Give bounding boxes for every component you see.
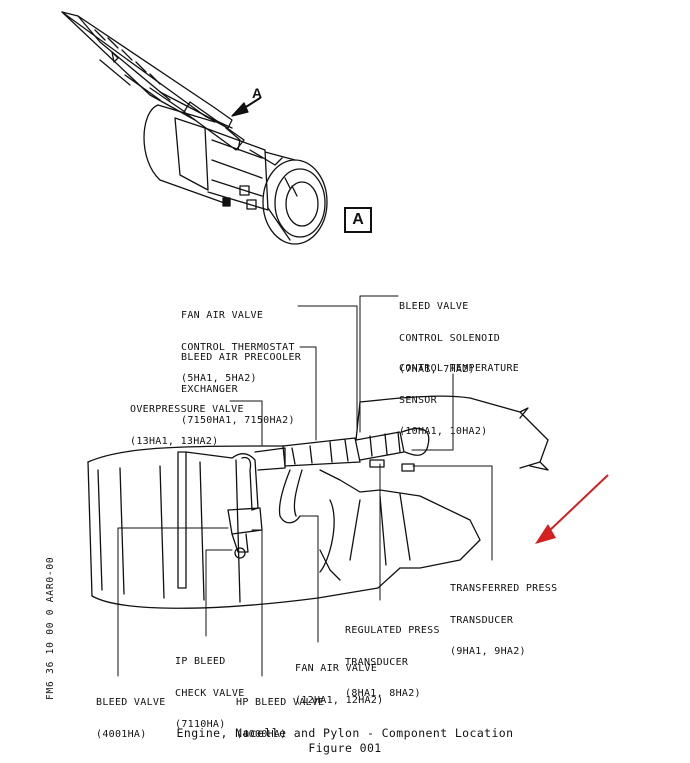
label-transferred-press: TRANSFERRED PRESS TRANSDUCER (9HA1, 9HA2… (450, 583, 558, 657)
label-temp-sensor: CONTROL TEMPERATURE SENSOR (10HA1, 10HA2… (399, 363, 520, 437)
engine-core-outline (87, 395, 549, 609)
label-bleed-valve: BLEED VALVE (4001HA) (96, 697, 166, 740)
label-fan-air-valve: FAN AIR VALVE (12HA1, 12HA2) (295, 663, 384, 706)
figure-caption-title: Engine, Nacelle and Pylon - Component Lo… (176, 726, 514, 740)
figure-side-code: FM6 36 10 00 0 AAR0-00 (45, 556, 56, 700)
label-regulated-press: REGULATED PRESS TRANSDUCER (8HA1, 8HA2) (345, 625, 440, 699)
figure-caption-number: Figure 001 (308, 741, 382, 755)
pointer-arrow (535, 474, 609, 544)
view-a-box: A (344, 207, 372, 233)
label-overpressure-valve: OVERPRESSURE VALVE (13HA1, 13HA2) (130, 404, 244, 447)
bleed-ducting (177, 447, 303, 589)
label-hp-bleed-valve: HP BLEED VALVE (4000HA) (236, 697, 325, 740)
label-bleed-valve-solenoid: BLEED VALVE CONTROL SOLENOID (7HA1, 7HA2… (399, 301, 501, 375)
engine-nacelle-sketch (143, 104, 328, 245)
view-callout-letter: A (252, 85, 263, 101)
wing-pylon-sketch (61, 11, 245, 151)
label-ip-check-valve: IP BLEED CHECK VALVE (7110HA) (175, 656, 245, 730)
precooler-duct (282, 427, 430, 472)
leader-lines (117, 295, 493, 677)
label-fan-air-valve-thermostat: FAN AIR VALVE CONTROL THERMOSTAT (5HA1, … (181, 310, 295, 384)
label-precooler: BLEED AIR PRECOOLER EXCHANGER (7150HA1, … (181, 352, 302, 426)
